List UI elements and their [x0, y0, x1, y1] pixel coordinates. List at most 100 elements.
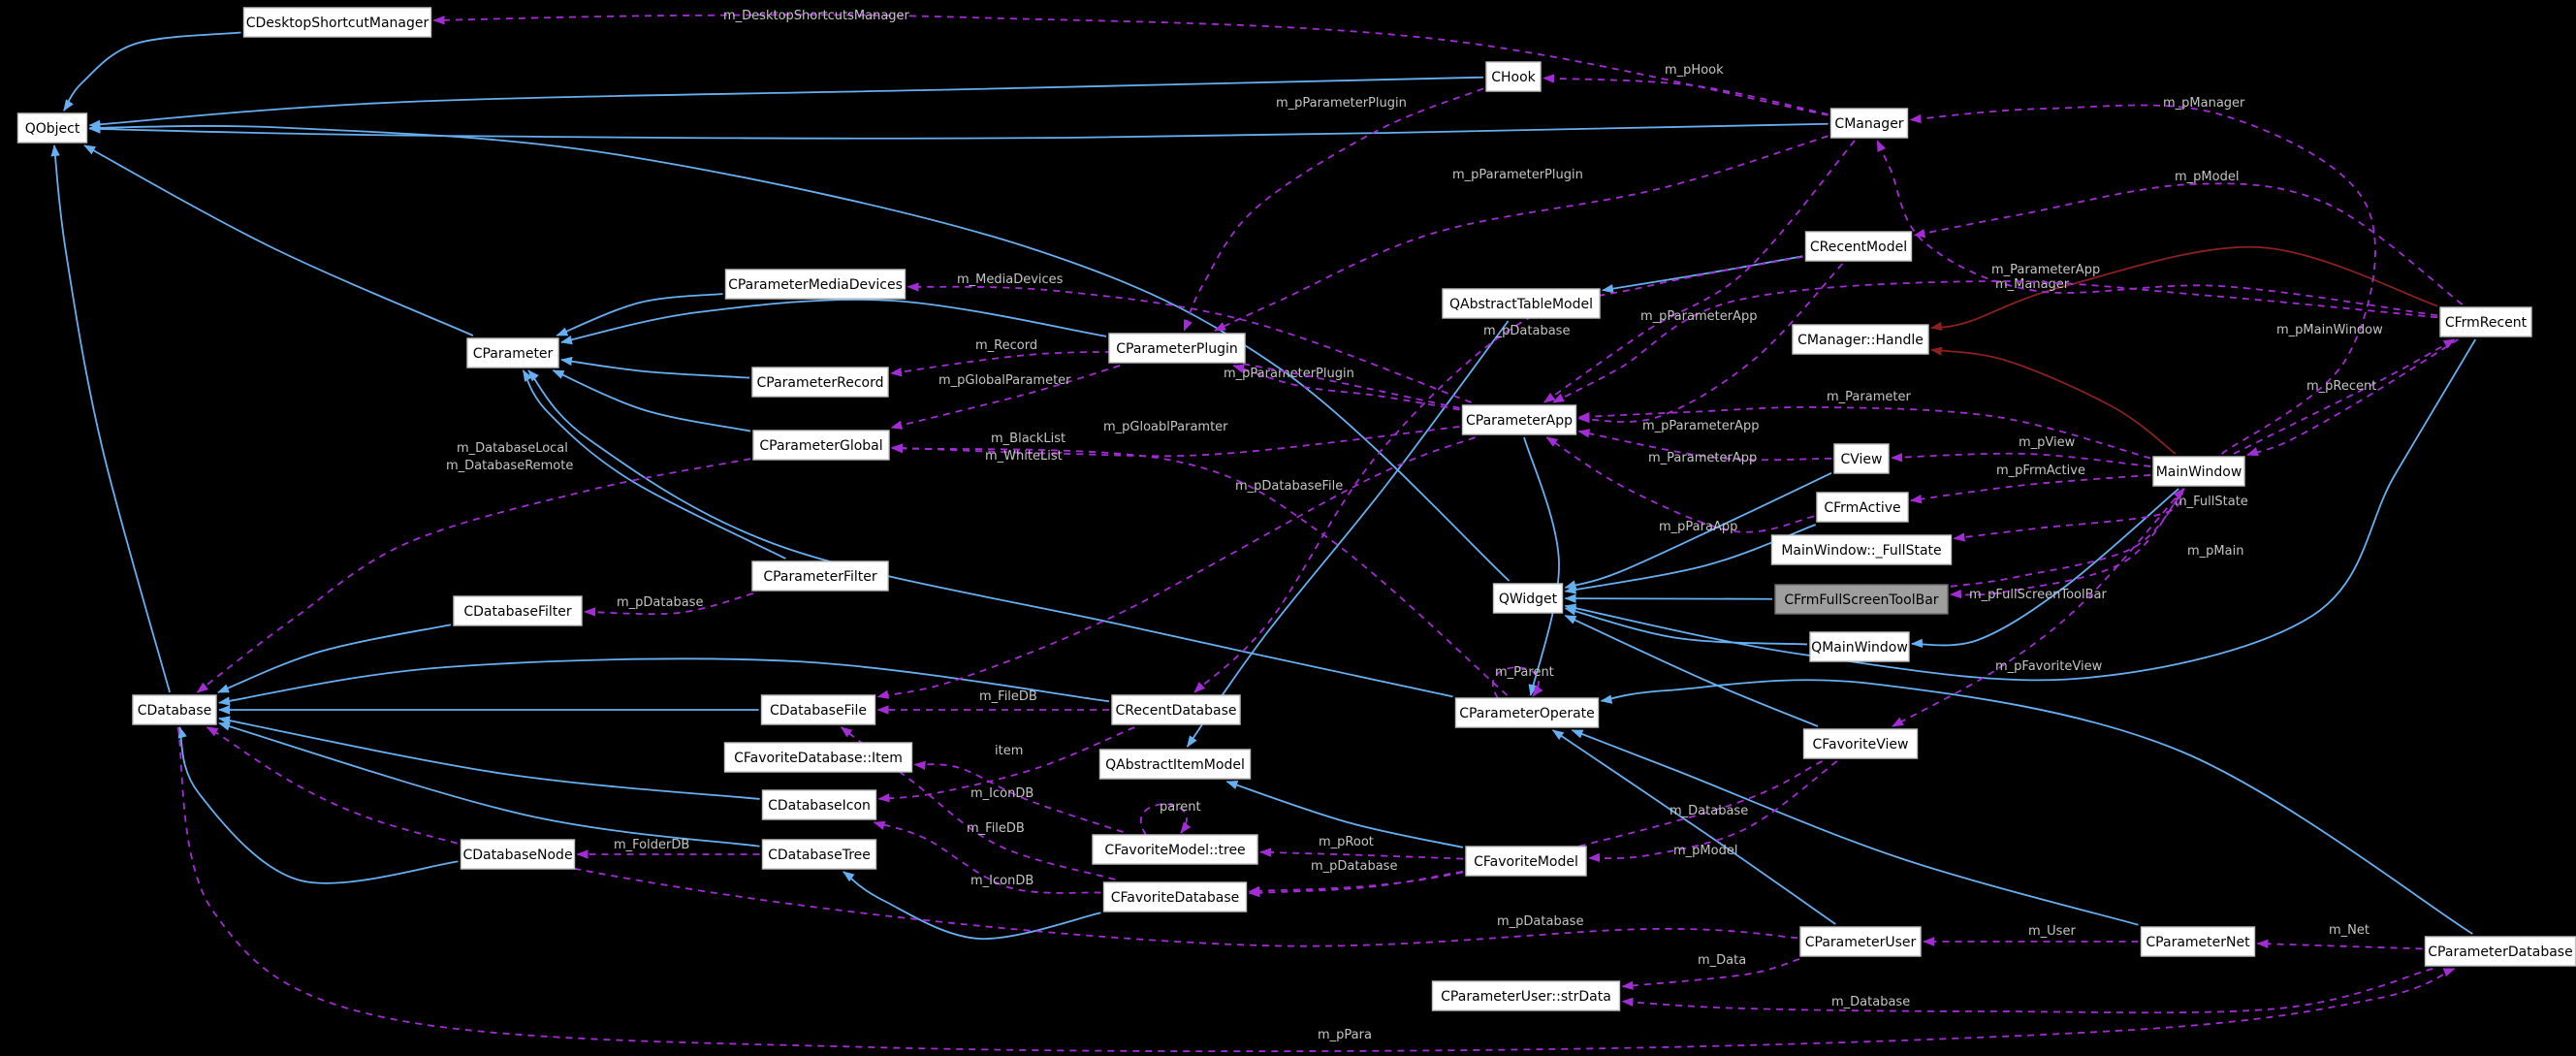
edge-CFavoriteModel-CFavoriteModelTree: m_pRoot	[1259, 835, 1464, 860]
class-node-CRecentModel[interactable]: CRecentModel	[1804, 231, 1913, 262]
edge-label: m_pView	[2019, 435, 2076, 450]
class-node-label: CParameterUser::strData	[1441, 989, 1611, 1005]
edge-CDesktopShortcutManager-QObject	[63, 31, 241, 112]
class-node-label: MainWindow	[2156, 464, 2242, 480]
class-node-CManagerHandle[interactable]: CManager::Handle	[1792, 324, 1929, 355]
class-node-MainWindow[interactable]: MainWindow	[2152, 456, 2245, 487]
class-node-CFavoriteDatabaseItem[interactable]: CFavoriteDatabase::Item	[723, 742, 913, 773]
class-node-CParameterRecord[interactable]: CParameterRecord	[751, 367, 889, 398]
edge-QWidget-QObject	[88, 123, 1511, 582]
edge-CParameterMediaDevices-CParameter	[556, 293, 723, 336]
class-node-CParameterFilter[interactable]: CParameterFilter	[751, 560, 889, 592]
class-node-CParameterGlobal[interactable]: CParameterGlobal	[752, 430, 890, 461]
class-node-CFavoriteDatabase[interactable]: CFavoriteDatabase	[1102, 881, 1248, 912]
class-node-label: CParameterRecord	[757, 375, 884, 391]
class-node-label: CFavoriteDatabase	[1111, 890, 1240, 906]
class-node-CManager[interactable]: CManager	[1829, 108, 1909, 139]
edge-label: m_pParameterPlugin	[1224, 367, 1354, 381]
edge-CFavoriteDatabase-CDatabaseIcon: m_IconDB	[873, 820, 1101, 894]
edge-label: m_FullState	[2175, 495, 2248, 509]
class-node-CFavoriteModel[interactable]: CFavoriteModel	[1465, 846, 1587, 877]
class-node-CParameterMediaDevices[interactable]: CParameterMediaDevices	[724, 269, 906, 300]
class-node-QMainWindow[interactable]: QMainWindow	[1809, 631, 1910, 662]
edge-CDatabaseNode-CDatabase	[177, 726, 459, 884]
edge-CFavoriteModel-CFavoriteDatabase: m_pDatabase	[1248, 859, 1464, 898]
edge-label: m_pDatabase	[1497, 914, 1583, 929]
edge-label: m_pManager	[2163, 96, 2245, 111]
edge-CHook-QObject	[88, 76, 1484, 130]
class-node-CParameterPlugin[interactable]: CParameterPlugin	[1108, 333, 1246, 364]
edge-CDatabase-QObject	[50, 144, 171, 693]
edge-CParameterApp-CParameterPlugin: m_pParameterPlugin	[1224, 364, 1460, 411]
class-node-CView[interactable]: CView	[1833, 443, 1890, 474]
class-node-label: QAbstractItemModel	[1105, 757, 1245, 773]
edge-CView-QWidget	[1564, 471, 1832, 590]
class-node-CDatabase[interactable]: CDatabase	[132, 694, 217, 725]
class-node-CDesktopShortcutManager[interactable]: CDesktopShortcutManager	[242, 7, 432, 38]
edge-CRecentDatabase-CDatabaseFile: m_FileDB	[876, 689, 1109, 715]
class-node-QAbstractItemModel[interactable]: QAbstractItemModel	[1098, 749, 1252, 780]
edge-CFrmRecent-CParameterApp: m_ParameterApp	[1552, 263, 2438, 403]
edge-CFrmRecent-MainWindow: m_pMainWindow	[2246, 323, 2459, 457]
edge-label: m_BlackList	[991, 432, 1065, 446]
class-node-CDatabaseTree[interactable]: CDatabaseTree	[761, 839, 877, 870]
class-node-CHook[interactable]: CHook	[1485, 61, 1542, 92]
edge-CManager-CParameterPlugin: m_pParameterPlugin	[1214, 135, 1829, 332]
edge-CParameterApp-CParameterOperate	[1523, 436, 1560, 696]
edge-CParameterUser-CParameterUserStrData: m_Data	[1621, 953, 1800, 990]
edge-label: m_pModel	[2175, 170, 2239, 184]
edge-CFrmRecent-QWidget	[1564, 338, 2477, 682]
class-node-label: CDatabaseFilter	[463, 604, 571, 620]
class-node-label: CFavoriteModel	[1474, 854, 1578, 870]
class-node-CDatabaseNode[interactable]: CDatabaseNode	[460, 839, 576, 870]
edge-CFavoriteView-CFavoriteDatabase: m_Database	[1248, 760, 1823, 896]
class-node-CParameterDatabase[interactable]: CParameterDatabase	[2424, 936, 2576, 967]
edge-CDatabase-CParameterDatabase: m_pPara	[176, 726, 2456, 1053]
class-node-CDatabaseFile[interactable]: CDatabaseFile	[760, 694, 876, 725]
class-node-CParameterOperate[interactable]: CParameterOperate	[1454, 697, 1600, 728]
class-node-label: CParameterApp	[1466, 413, 1573, 429]
edge-label: m_FileDB	[967, 821, 1025, 836]
class-node-label: QMainWindow	[1811, 640, 1908, 656]
edge-label: m_MediaDevices	[957, 272, 1064, 287]
class-node-MainWindowFullState[interactable]: MainWindow::_FullState	[1770, 534, 1953, 565]
edge-CParameterDatabase-CParameterNet: m_Net	[2256, 923, 2423, 950]
class-node-QWidget[interactable]: QWidget	[1492, 583, 1564, 614]
class-node-CParameter[interactable]: CParameter	[466, 337, 559, 368]
edge-MainWindow-CFavoriteView: m_pFavoriteView	[1892, 488, 2184, 727]
edge-label: m_Parameter	[1827, 390, 1911, 404]
edge-label: m_IconDB	[970, 786, 1034, 801]
edge-CManager-CDesktopShortcutManager: m_DesktopShortcutsManager	[432, 9, 1829, 116]
class-node-QObject[interactable]: QObject	[16, 112, 88, 144]
edge-label: m_pParameterApp	[1642, 419, 1759, 433]
class-node-CFavoriteView[interactable]: CFavoriteView	[1802, 728, 1919, 759]
class-node-label: CView	[1841, 452, 1883, 467]
edge-CParameterOperate-CParameterGlobal: m_pGloablParamter	[891, 420, 1509, 696]
edge-label: m_pParaApp	[1659, 520, 1737, 534]
class-node-CDatabaseIcon[interactable]: CDatabaseIcon	[761, 789, 877, 820]
edge-label: m_pDatabase	[1311, 859, 1397, 874]
edge-label: m_FileDB	[979, 689, 1037, 704]
edge-QMainWindow-QWidget	[1564, 606, 1808, 646]
edge-MainWindow-CView: m_pView	[1891, 435, 2151, 467]
edge-label: m_pRecent	[2306, 379, 2376, 394]
class-node-CFrmActive[interactable]: CFrmActive	[1816, 492, 1909, 523]
edge-CParameterPlugin-CParameter	[560, 299, 1107, 345]
class-node-CDatabaseFilter[interactable]: CDatabaseFilter	[453, 595, 583, 626]
edge-CFrmFullScreenToolBar-MainWindow: m_pMain	[1950, 488, 2243, 588]
class-node-QAbstractTableModel[interactable]: QAbstractTableModel	[1442, 288, 1601, 319]
class-node-CParameterUserStrData[interactable]: CParameterUser::strData	[1431, 980, 1621, 1011]
edge-CDatabaseTree-CDatabaseNode: m_FolderDB	[576, 838, 760, 859]
class-node-CParameterApp[interactable]: CParameterApp	[1461, 404, 1577, 435]
edge-QAbstractTableModel-QAbstractItemModel	[1186, 320, 1510, 748]
edge-CManager-CHook: m_pHook	[1542, 63, 1829, 115]
class-node-CParameterUser[interactable]: CParameterUser	[1799, 926, 1922, 957]
class-node-label: CDatabaseNode	[462, 848, 572, 863]
class-node-CFavoriteModelTree[interactable]: CFavoriteModel::tree	[1092, 834, 1258, 865]
edge-label: m_DatabaseRemote	[446, 459, 573, 473]
class-node-CFrmRecent[interactable]: CFrmRecent	[2439, 306, 2532, 337]
class-node-CFrmFullScreenToolBar: CFrmFullScreenToolBar	[1774, 584, 1949, 615]
class-node-label: CParameterFilter	[763, 569, 877, 585]
class-node-CRecentDatabase[interactable]: CRecentDatabase	[1111, 694, 1241, 725]
class-node-CParameterNet[interactable]: CParameterNet	[2140, 926, 2256, 957]
